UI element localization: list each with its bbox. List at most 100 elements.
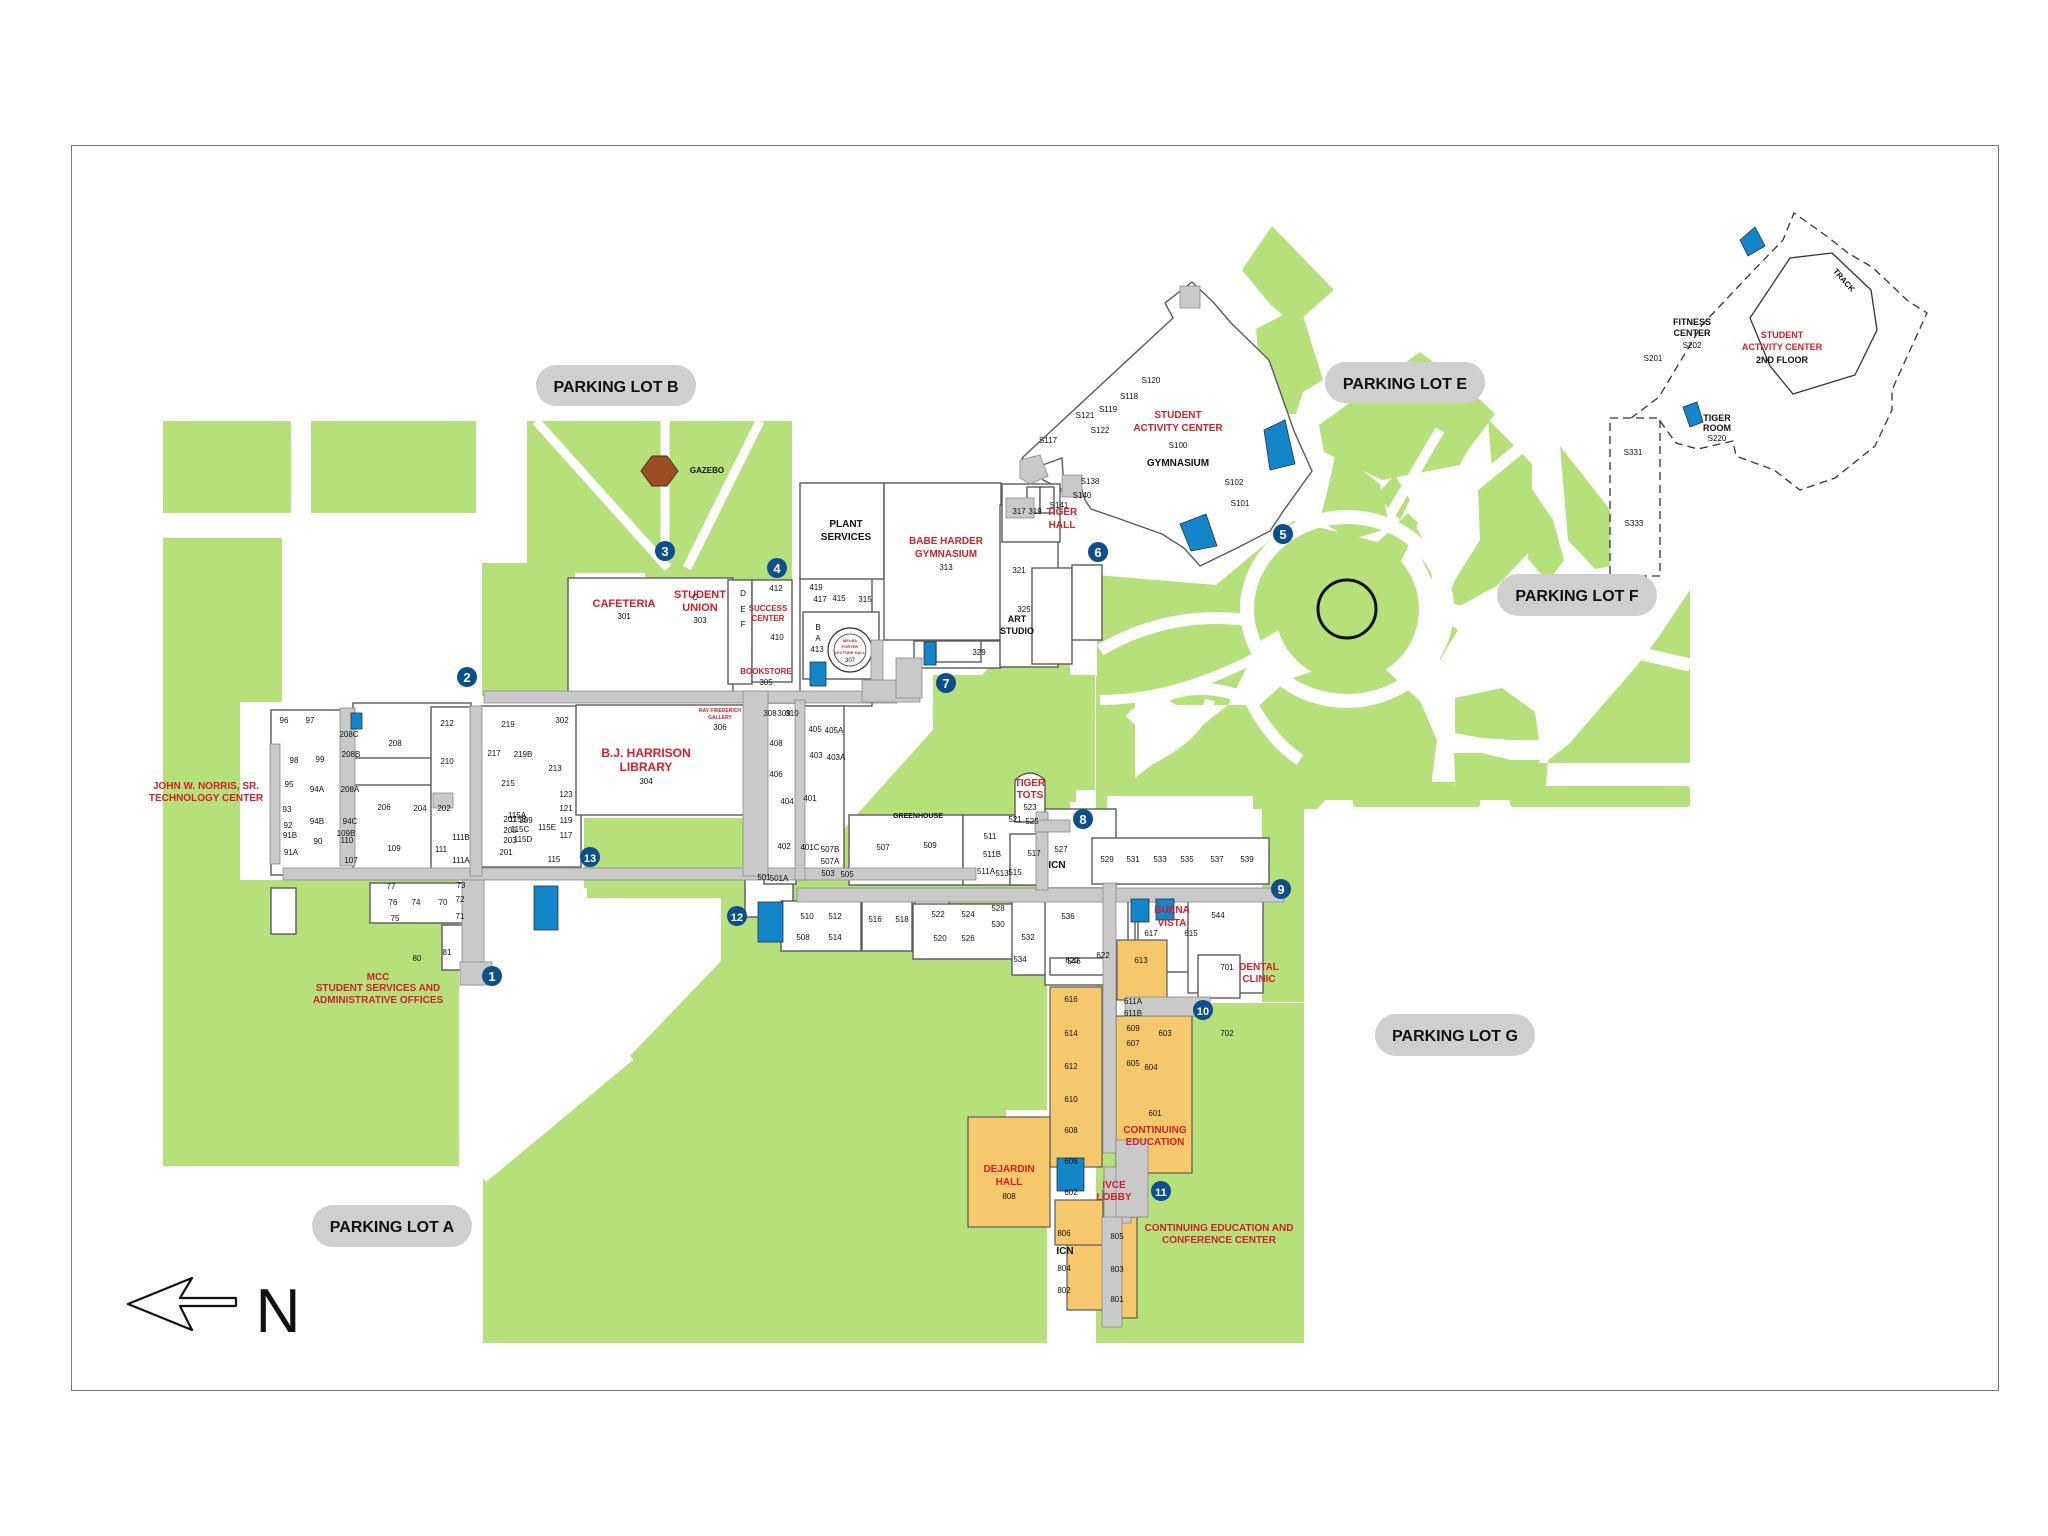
room-number: 99 [316, 755, 325, 764]
icn-label-1: ICN [1048, 860, 1065, 871]
entrance-10[interactable]: 10 [1193, 1000, 1213, 1020]
room-number: 501 [757, 873, 771, 882]
room-number: 515 [1008, 868, 1022, 877]
svg-text:306: 306 [713, 723, 727, 732]
entrance-13[interactable]: 13 [580, 847, 600, 867]
room-number: 511B [983, 850, 1001, 859]
parking-lot-a[interactable]: PARKING LOT A [312, 1205, 472, 1247]
room-number: 321 [1012, 566, 1026, 575]
parking-lot-e[interactable]: PARKING LOT E [1325, 362, 1485, 403]
room-number: 530 [991, 920, 1005, 929]
entrance-12[interactable]: 12 [727, 906, 747, 926]
svg-text:S202: S202 [1683, 341, 1702, 350]
room-number: 110 [341, 836, 354, 845]
entrance-4[interactable]: 4 [767, 558, 787, 578]
room-number: 317 [1012, 507, 1026, 516]
room-number: 526 [961, 934, 975, 943]
svg-text:PORTER: PORTER [842, 644, 859, 649]
room-number: 208 [388, 739, 402, 748]
room-number: 310 [785, 709, 799, 718]
svg-text:PARKING LOT G: PARKING LOT G [1392, 1028, 1518, 1045]
room-number: 80 [413, 954, 422, 963]
room-number: 115 [548, 855, 561, 864]
room-number: 202 [437, 804, 451, 813]
room-number: 96 [280, 716, 289, 725]
room-number: 315 [858, 595, 872, 604]
room-number: 115C [511, 825, 530, 834]
svg-text:TECHNOLOGY CENTER: TECHNOLOGY CENTER [149, 793, 264, 804]
gazebo-label: GAZEBO [690, 466, 724, 475]
room-number: 531 [1126, 855, 1140, 864]
room-number: S119 [1099, 405, 1118, 414]
svg-text:HALL: HALL [1049, 520, 1076, 531]
entrance-5[interactable]: 5 [1273, 524, 1293, 544]
room-number: 215 [501, 779, 515, 788]
room-number: 208B [342, 750, 361, 759]
room-number: 509 [923, 841, 937, 850]
room-number: 109 [387, 844, 401, 853]
room-number: 111B [452, 833, 470, 842]
room-number: 75 [391, 914, 400, 923]
room-number: 615 [1184, 929, 1198, 938]
entrance-6[interactable]: 6 [1088, 542, 1108, 562]
room-number: 507A [821, 857, 840, 866]
svg-text:PARKING LOT E: PARKING LOT E [1343, 376, 1467, 393]
room-number: 70 [439, 898, 448, 907]
svg-text:305: 305 [759, 678, 773, 687]
svg-text:4: 4 [773, 561, 781, 576]
svg-text:STUDENT SERVICES AND: STUDENT SERVICES AND [316, 983, 440, 994]
room-number: 805 [1110, 1232, 1124, 1241]
parking-lot-labels: PARKING LOT B PARKING LOT E PARKING LOT … [312, 362, 1657, 1247]
tiger-hall-label: TIGER [1047, 507, 1078, 518]
room-number: 511A [977, 867, 996, 876]
svg-text:CLINIC: CLINIC [1242, 974, 1275, 985]
entrance-3[interactable]: 3 [655, 541, 675, 561]
room-number: 302 [555, 716, 569, 725]
entrance-7[interactable]: 7 [936, 673, 956, 693]
room-number: 508 [796, 933, 810, 942]
stairwells [350, 226, 1766, 1192]
room-number: 71 [456, 912, 465, 921]
svg-text:LOBBY: LOBBY [1097, 1192, 1132, 1203]
tiger-room-label: TIGER [1703, 413, 1731, 423]
room-number: 308 [763, 709, 777, 718]
svg-text:7: 7 [942, 676, 949, 691]
room-number: 408 [769, 739, 783, 748]
room-number: 209 [519, 816, 533, 825]
room-number: 72 [456, 895, 465, 904]
svg-text:2: 2 [463, 670, 470, 685]
entrance-1[interactable]: 1 [482, 966, 502, 986]
parking-lot-f[interactable]: PARKING LOT F [1497, 574, 1657, 616]
room-number: 76 [389, 898, 398, 907]
entrance-2[interactable]: 2 [457, 667, 477, 687]
entrance-9[interactable]: 9 [1271, 879, 1291, 899]
room-number: 601 [1148, 1109, 1162, 1118]
parking-lot-b[interactable]: PARKING LOT B [536, 365, 696, 406]
room-number: 528 [991, 904, 1005, 913]
svg-text:EDUCATION: EDUCATION [1126, 1137, 1185, 1148]
north-arrow-icon: N [126, 1276, 300, 1346]
room-number: 402 [777, 842, 791, 851]
lecture-hall-label: MELBA [843, 638, 857, 643]
room-number: 537 [1210, 855, 1224, 864]
room-number: 74 [412, 898, 421, 907]
room-number: 604 [1144, 1063, 1158, 1072]
room-number: 206 [377, 803, 391, 812]
room-number: 413 [810, 645, 824, 654]
room-number: 524 [961, 910, 975, 919]
room-number: S117 [1039, 436, 1058, 445]
entrance-8[interactable]: 8 [1073, 809, 1093, 829]
room-number: 212 [440, 719, 454, 728]
ivce-lobby-label: IVCE [1102, 1180, 1126, 1191]
svg-text:SERVICES: SERVICES [821, 532, 872, 543]
svg-text:523: 523 [1023, 803, 1037, 812]
entrance-11[interactable]: 11 [1151, 1181, 1171, 1201]
room-number: 94C [343, 817, 358, 826]
sac-gym-label: STUDENT [1154, 410, 1201, 421]
parking-lot-g[interactable]: PARKING LOT G [1375, 1014, 1535, 1056]
room-number: S118 [1120, 392, 1139, 401]
svg-text:313: 313 [939, 563, 953, 572]
technology-center-label: JOHN W. NORRIS, SR. [153, 781, 259, 792]
student-union-label: STUDENT [674, 589, 726, 601]
